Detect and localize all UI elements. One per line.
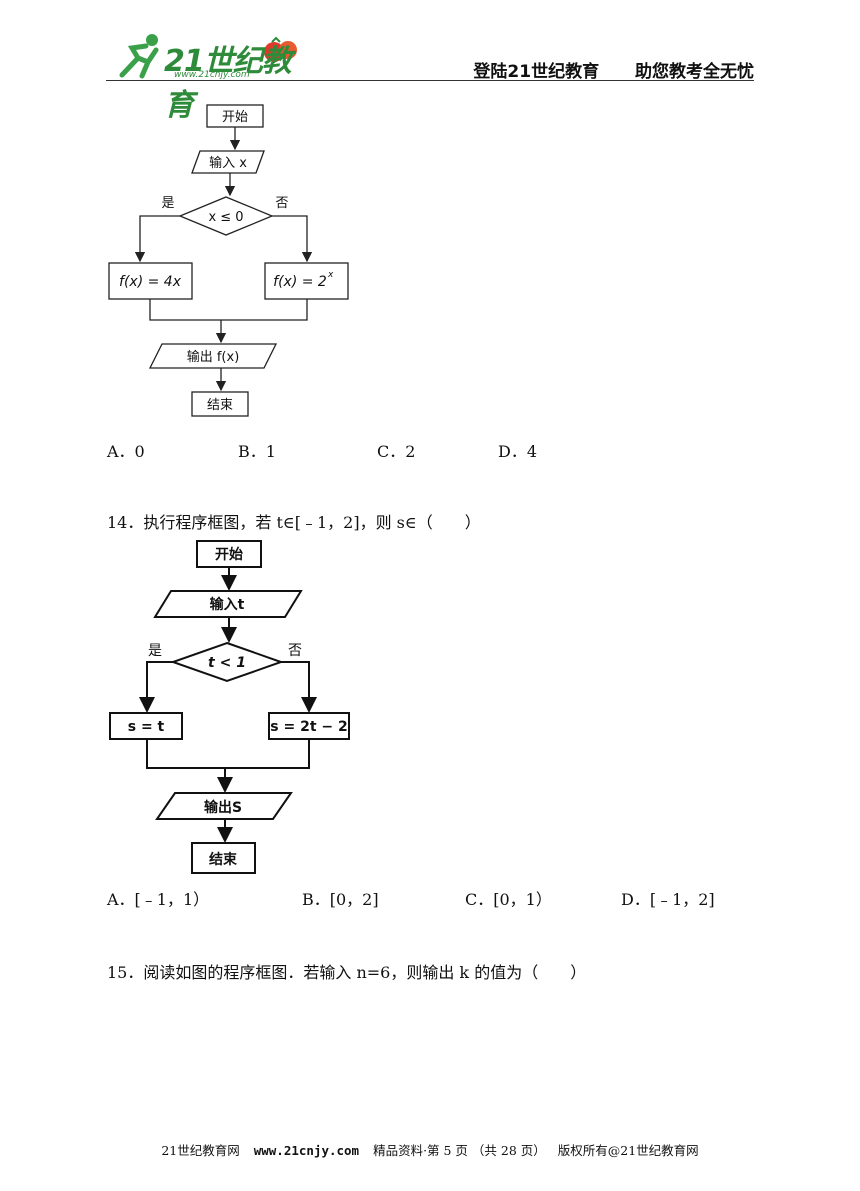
footer-left: 21世纪教育网 <box>161 1143 240 1158</box>
flowchart-1: 开始 输入 x x ≤ 0 是 否 f(x) = 4x f(x) = 2 x 输… <box>100 95 349 425</box>
logo-url: www.21cnjy.com <box>174 70 250 80</box>
flow2-no-label: 否 <box>288 643 302 659</box>
flow2-input: 输入t <box>210 596 245 613</box>
flow1-no-branch-exp: x <box>327 270 334 280</box>
running-man-icon <box>119 34 159 79</box>
q14-choice-c: C．[0，1） <box>465 890 552 909</box>
flow1-yes-label: 是 <box>161 196 174 211</box>
header-divider <box>106 80 754 81</box>
flow1-output: 输出 f(x) <box>187 349 240 365</box>
logo-brand: 21世纪教育 <box>164 44 292 123</box>
q14-text: 14．执行程序框图，若 t∈[﹣1，2]，则 s∈（ ） <box>107 513 481 532</box>
q14-choice-d: D．[﹣1，2] <box>621 890 715 909</box>
q13-choice-b: B．1 <box>238 442 276 461</box>
flow2-start: 开始 <box>215 546 243 563</box>
flow1-end: 结束 <box>207 398 233 413</box>
flow2-yes-branch: s = t <box>128 719 165 735</box>
q13-choice-a: A．0 <box>107 442 145 461</box>
flow1-start: 开始 <box>222 110 248 125</box>
footer-url[interactable]: www.21cnjy.com <box>253 1143 360 1158</box>
q15-text: 15．阅读如图的程序框图．若输入 n=6，则输出 k 的值为（ ） <box>107 963 587 982</box>
flowchart-2: 开始 输入t t < 1 是 否 s = t s = 2t − 2 输出S 结束 <box>105 535 365 885</box>
flow1-input: 输入 x <box>209 155 247 171</box>
footer-middle: 精品资料·第 5 页 （共 28 页） <box>373 1143 546 1158</box>
slogan-left: 登陆21世纪教育 <box>473 62 600 82</box>
q14-choice-a: A．[﹣1，1） <box>107 890 210 909</box>
flow2-condition: t < 1 <box>208 655 246 671</box>
header-slogan: 登陆21世纪教育 助您教考全无忧 <box>473 57 754 82</box>
slogan-right: 助您教考全无忧 <box>635 62 754 82</box>
flow1-yes-branch: f(x) = 4x <box>119 274 182 290</box>
q13-choice-d: D．4 <box>498 442 538 461</box>
flow2-output: 输出S <box>204 799 242 816</box>
flow1-no-branch: f(x) = 2 <box>273 274 327 290</box>
tomato-icon <box>264 36 297 62</box>
page-footer: 21世纪教育网 www.21cnjy.com 精品资料·第 5 页 （共 28 … <box>0 1140 860 1159</box>
flow2-yes-label: 是 <box>148 643 162 659</box>
q13-choice-c: C．2 <box>377 442 416 461</box>
flow2-no-branch: s = 2t − 2 <box>270 719 347 735</box>
flow2-end: 结束 <box>209 851 238 868</box>
q14-choice-b: B．[0，2] <box>302 890 379 909</box>
site-logo: 21世纪教育 www.21cnjy.com <box>112 30 302 123</box>
flow1-condition: x ≤ 0 <box>208 210 243 225</box>
flow1-no-label: 否 <box>275 196 288 211</box>
footer-right: 版权所有@21世纪教育网 <box>557 1143 699 1158</box>
